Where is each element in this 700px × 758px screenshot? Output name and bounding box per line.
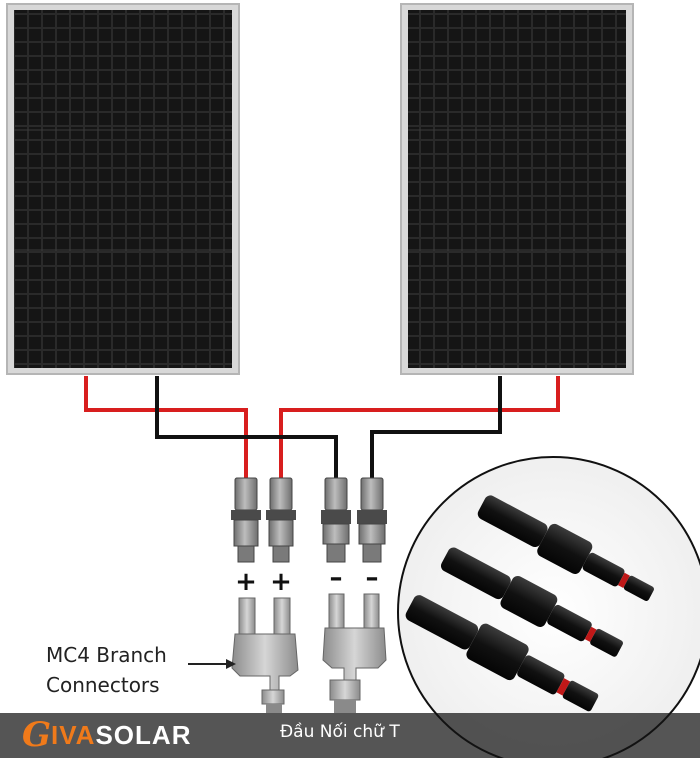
product-photo-circle xyxy=(397,456,700,758)
solar-panel-left xyxy=(6,3,240,375)
pointer-arrow xyxy=(188,659,236,669)
mc4-connectors xyxy=(231,477,387,563)
mc4-connector-minus-1 xyxy=(321,477,351,563)
branch-label-line-1: MC4 Branch xyxy=(46,643,167,667)
t-branch-connector-middle xyxy=(441,547,623,657)
positive-wire-left xyxy=(84,376,248,478)
logo-solar: SOLAR xyxy=(95,719,192,750)
mc4-connector-minus-2 xyxy=(357,477,387,563)
mc4-connector-plus-1 xyxy=(231,477,261,563)
positive-wires xyxy=(84,376,560,478)
positive-wire-right xyxy=(279,376,560,478)
t-branch-connector-front xyxy=(405,595,599,712)
minus-sign-1: – xyxy=(330,563,343,593)
caption-bar xyxy=(0,713,700,758)
negative-wires xyxy=(155,376,502,478)
branch-connector-positive xyxy=(231,597,299,713)
minus-sign-2: – xyxy=(366,563,379,593)
logo-letter-g: G xyxy=(22,715,52,755)
logo-iva: IVA xyxy=(51,719,96,750)
negative-wire-right xyxy=(370,376,502,478)
solar-panel-right xyxy=(400,3,634,375)
plus-sign-1: + xyxy=(235,567,257,597)
image-caption: Đầu Nối chữ T xyxy=(280,722,400,742)
negative-wire-left xyxy=(155,376,338,478)
branch-label-line-2: Connectors xyxy=(46,673,160,697)
givasolar-logo: G IVA SOLAR xyxy=(22,715,192,755)
mc4-connector-plus-2 xyxy=(266,477,296,563)
polarity-signs: + + – – xyxy=(235,563,378,597)
plus-sign-2: + xyxy=(270,567,292,597)
branch-connector-negative xyxy=(322,593,387,713)
t-branch-connector-back xyxy=(477,495,654,601)
mc4-branch-connectors-label: MC4 Branch Connectors xyxy=(46,640,246,700)
